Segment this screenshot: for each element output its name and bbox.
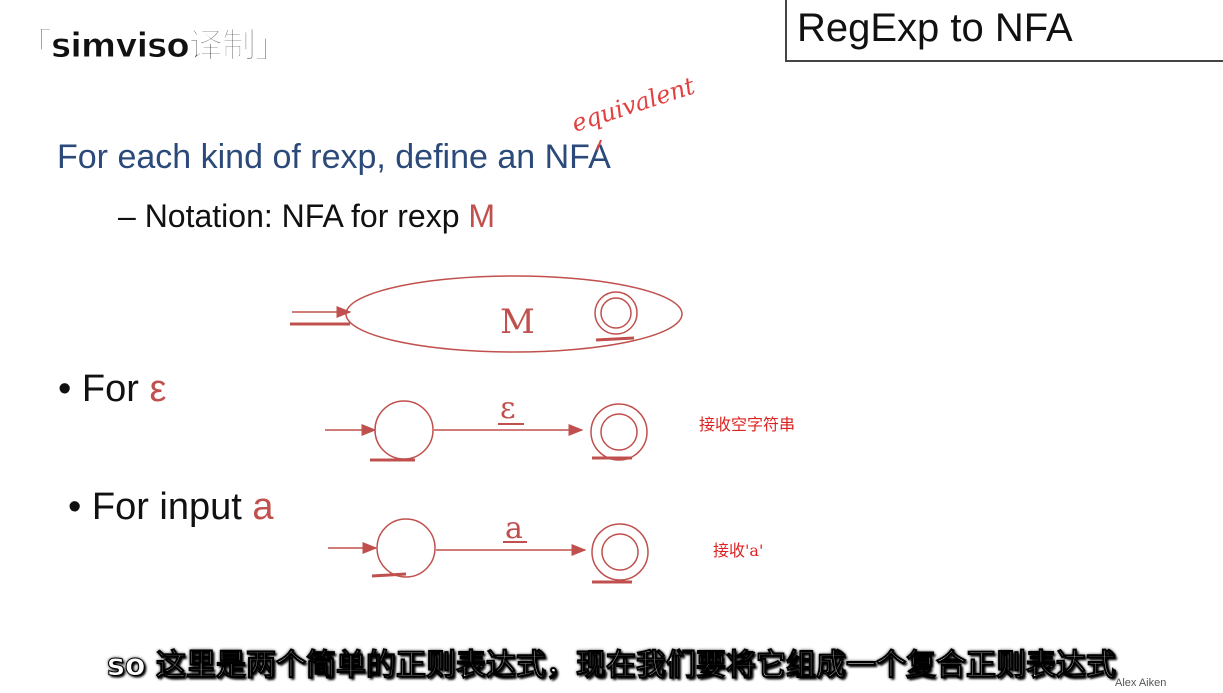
headline: For each kind of rexp, define an NFA bbox=[57, 138, 611, 176]
bullet-epsilon-symbol: ε bbox=[149, 368, 167, 410]
bullet-input: • For input a bbox=[68, 486, 274, 529]
nfa-input-a-diagram: a bbox=[328, 511, 649, 584]
nfa-M-label: M bbox=[500, 302, 535, 342]
nfa-M-diagram: M bbox=[290, 275, 683, 353]
notation-prefix: – Notation: NFA for rexp bbox=[118, 198, 469, 234]
notation-symbol: M bbox=[468, 198, 496, 234]
note-input: 接收'a' bbox=[713, 541, 764, 560]
bullet-dot: • bbox=[68, 486, 92, 528]
nfa-epsilon-diagram: ε bbox=[325, 391, 648, 462]
slide-title: RegExp to NFA bbox=[797, 6, 1073, 50]
watermark: 「simviso译制」 bbox=[18, 26, 290, 67]
bullet-epsilon: • For ε bbox=[58, 368, 166, 411]
caret-mark bbox=[596, 139, 602, 151]
video-subtitle: so 这里是两个简单的正则表达式，现在我们要将它组成一个复合正则表达式 bbox=[107, 648, 1117, 684]
notation-line: – Notation: NFA for rexp M bbox=[118, 198, 495, 235]
bullet-dot: • bbox=[58, 368, 82, 410]
edge-label-a: a bbox=[505, 511, 523, 546]
bullet-input-symbol: a bbox=[252, 486, 274, 528]
handwritten-annotation: equivalent bbox=[568, 72, 698, 138]
note-epsilon: 接收空字符串 bbox=[699, 415, 796, 434]
title-box bbox=[785, 0, 1223, 62]
edge-label-epsilon: ε bbox=[500, 391, 516, 426]
bullet-input-prefix: For input bbox=[91, 486, 253, 528]
author-credit: Alex Aiken bbox=[1115, 677, 1167, 689]
bullet-epsilon-prefix: For bbox=[81, 368, 150, 410]
